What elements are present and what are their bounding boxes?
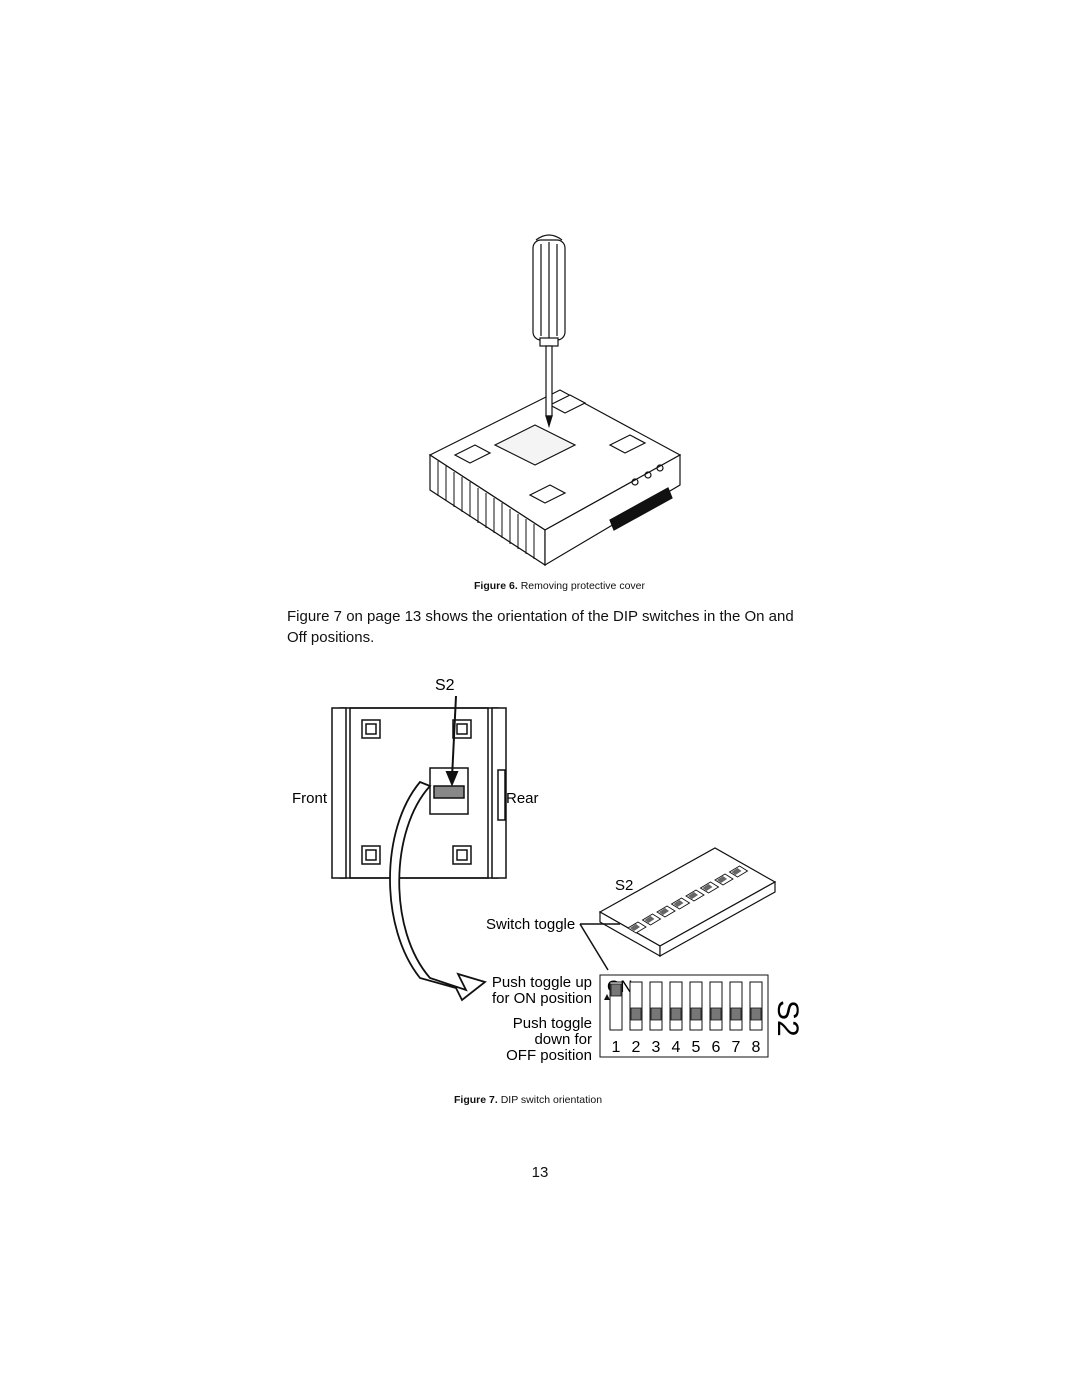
switch-number-1: 1 (612, 1039, 621, 1056)
figure-6-caption: Figure 6. Removing protective cover (474, 580, 645, 592)
switch-number-2: 2 (632, 1039, 641, 1056)
push-down-line1: Push toggle (513, 1015, 592, 1032)
switch-toggle-1[interactable] (610, 983, 622, 997)
figure-6-label: Figure 6. (474, 580, 518, 592)
switch-slot-8 (749, 981, 763, 1031)
dip-switch-diagram: S2 Front Rear S2 Switch toggle ON S2 123… (292, 677, 804, 1064)
switch-slot-3 (649, 981, 663, 1031)
switch-slot-4 (669, 981, 683, 1031)
switch-number-3: 3 (652, 1039, 661, 1056)
iso-toggle-8 (731, 868, 742, 875)
switch-number-4: 4 (672, 1039, 681, 1056)
iso-toggle-4 (673, 900, 684, 907)
switch-toggle-label: Switch toggle (486, 916, 575, 933)
iso-toggle-7 (717, 876, 727, 883)
body-paragraph: Figure 7 on page 13 shows the orientatio… (287, 608, 794, 646)
iso-toggle-6 (702, 884, 713, 891)
iso-toggle-3 (659, 908, 669, 915)
front-label: Front (292, 790, 328, 807)
figure-7-label: Figure 7. (454, 1094, 498, 1106)
push-down-line2: down for (534, 1031, 592, 1048)
switch-number-8: 8 (752, 1039, 761, 1056)
push-up-line2: for ON position (492, 990, 592, 1007)
switch-toggle-3[interactable] (650, 1007, 662, 1021)
switch-slot-5 (689, 981, 703, 1031)
s2-top-label: S2 (435, 677, 455, 694)
switch-toggle-4[interactable] (670, 1007, 682, 1021)
push-up-line1: Push toggle up (492, 974, 592, 991)
switch-toggle-8[interactable] (750, 1007, 762, 1021)
iso-toggle-2 (644, 916, 655, 923)
switch-number-7: 7 (732, 1039, 741, 1056)
curved-arrow-icon (389, 780, 487, 1002)
iso-toggle-5 (688, 892, 698, 899)
s2-big-label: S2 (771, 1000, 804, 1037)
iso-toggle-1 (630, 924, 640, 931)
removing-cover-illustration (428, 234, 682, 567)
up-arrow-icon (604, 994, 610, 1000)
rear-label: Rear (506, 790, 539, 807)
s2-iso-label: S2 (615, 877, 633, 894)
figure-6-caption-text: Removing protective cover (520, 580, 645, 592)
switch-slot-2 (629, 981, 643, 1031)
switch-toggle-2[interactable] (630, 1007, 642, 1021)
switch-slot-6 (709, 981, 723, 1031)
figure-7-caption-text: DIP switch orientation (500, 1094, 603, 1106)
switch-toggle-7[interactable] (730, 1007, 742, 1021)
switch-toggle-5[interactable] (690, 1007, 702, 1021)
switch-number-5: 5 (692, 1039, 701, 1056)
push-down-line3: OFF position (506, 1047, 592, 1064)
switch-number-6: 6 (712, 1039, 721, 1056)
page-number: 13 (531, 1164, 549, 1181)
switch-slot-7 (729, 981, 743, 1031)
switch-toggle-6[interactable] (710, 1007, 722, 1021)
figure-7-caption: Figure 7. DIP switch orientation (454, 1094, 602, 1106)
